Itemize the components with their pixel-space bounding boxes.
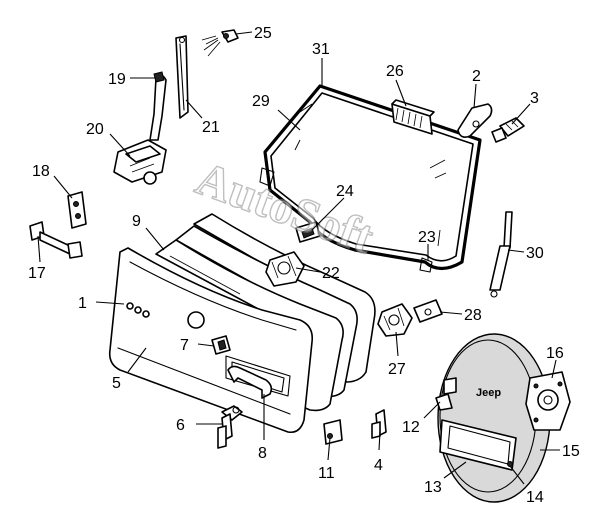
callout-12: 12 xyxy=(402,419,420,436)
callout-25: 25 xyxy=(254,25,272,42)
spare-tire-emblem: Jeep xyxy=(476,387,501,399)
hinge-cover-2 xyxy=(457,103,493,138)
callout-2: 2 xyxy=(472,68,481,85)
callout-13: 13 xyxy=(424,479,442,496)
callout-16: 16 xyxy=(546,345,564,362)
hinge-24 xyxy=(295,221,321,243)
leader-18 xyxy=(53,175,73,199)
leader-1 xyxy=(95,301,125,305)
leader-7 xyxy=(197,343,215,347)
callout-23: 23 xyxy=(418,229,436,246)
callout-labels: 1 2 3 4 5 6 7 8 9 11 12 13 14 15 16 17 1… xyxy=(28,25,580,506)
leader-lines xyxy=(37,31,560,485)
callout-30: 30 xyxy=(526,245,544,262)
leader-9 xyxy=(145,227,165,251)
callout-7: 7 xyxy=(180,337,189,354)
callout-3: 3 xyxy=(530,90,539,107)
callout-31: 31 xyxy=(312,41,330,58)
callout-19: 19 xyxy=(108,71,126,88)
callout-8: 8 xyxy=(258,445,267,462)
leader-27 xyxy=(395,331,399,357)
latch-7 xyxy=(211,335,231,355)
callout-21: 21 xyxy=(202,119,220,136)
callout-17: 17 xyxy=(28,265,46,282)
callout-4: 4 xyxy=(374,457,383,474)
hinge-17 xyxy=(29,221,83,259)
callout-11: 11 xyxy=(318,465,335,482)
leader-17 xyxy=(37,235,41,263)
leader-3 xyxy=(511,103,531,125)
washer-jet-25 xyxy=(201,29,239,57)
hinge-28 xyxy=(413,299,443,323)
leader-13 xyxy=(443,461,467,479)
callout-5: 5 xyxy=(112,375,121,392)
callout-18: 18 xyxy=(32,163,50,180)
callout-26: 26 xyxy=(386,63,404,80)
leader-24 xyxy=(311,197,345,231)
wiper-blade-21 xyxy=(175,35,189,119)
leader-29 xyxy=(277,109,301,131)
leader-20 xyxy=(109,133,131,157)
callout-1: 1 xyxy=(78,295,87,312)
callout-9: 9 xyxy=(132,213,141,230)
hinge-assembly-27 xyxy=(377,303,413,337)
leader-2 xyxy=(473,83,477,109)
callout-15: 15 xyxy=(562,443,580,460)
callout-27: 27 xyxy=(388,361,406,378)
bracket-11 xyxy=(323,419,343,445)
leader-26 xyxy=(395,79,407,107)
leader-22 xyxy=(295,267,321,273)
washer-nozzle-3 xyxy=(491,117,525,143)
leader-25 xyxy=(235,31,253,35)
leader-11 xyxy=(327,437,331,461)
lock-cylinder-6 xyxy=(217,405,243,449)
callout-20: 20 xyxy=(86,121,104,138)
leader-21 xyxy=(185,99,203,119)
callout-22: 22 xyxy=(322,265,340,282)
leader-14 xyxy=(509,465,525,485)
bracket-4 xyxy=(371,409,387,439)
gas-strut-30 xyxy=(489,211,513,298)
wiper-arm-19 xyxy=(149,71,167,141)
license-plate-bracket xyxy=(439,419,517,471)
leader-30 xyxy=(507,249,525,253)
callout-29: 29 xyxy=(252,93,270,110)
bracket-18 xyxy=(67,191,87,229)
bracket-12 xyxy=(435,393,453,411)
handle-8 xyxy=(227,365,273,399)
rear-window-glass xyxy=(259,84,482,273)
leader-5 xyxy=(127,347,147,373)
leader-16 xyxy=(551,359,557,379)
spare-tire-carrier-16 xyxy=(525,371,571,431)
callout-6: 6 xyxy=(176,417,185,434)
callout-28: 28 xyxy=(464,307,482,324)
wiper-motor-20 xyxy=(113,139,167,185)
leader-28 xyxy=(439,311,463,315)
leader-12 xyxy=(423,401,441,419)
callout-24: 24 xyxy=(336,183,354,200)
third-brake-light xyxy=(391,99,435,135)
leader-4 xyxy=(378,431,381,451)
callout-14: 14 xyxy=(526,489,544,506)
hinge-assembly-22 xyxy=(265,251,305,287)
emblem-1 xyxy=(126,302,150,318)
